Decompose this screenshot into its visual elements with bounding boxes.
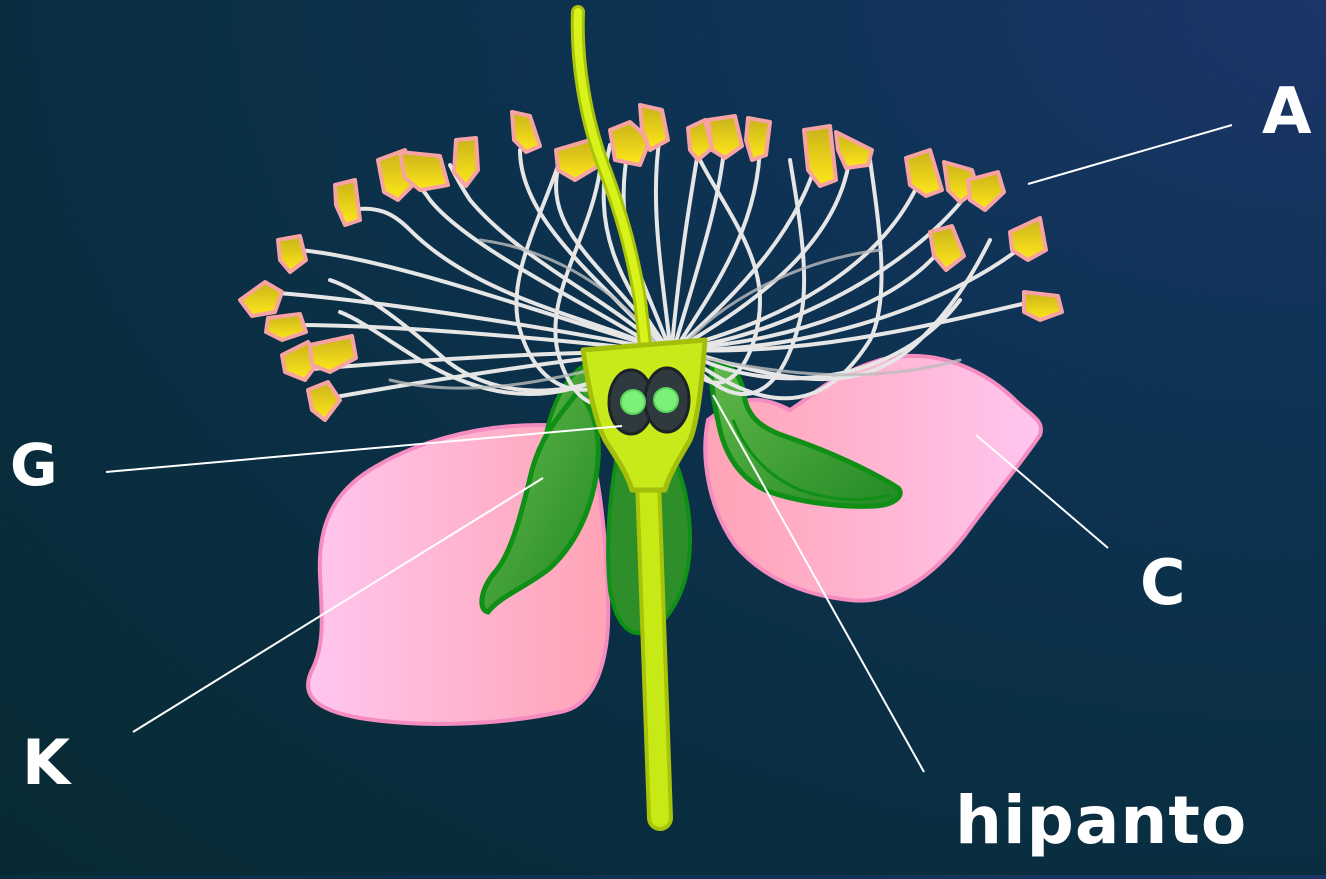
label-calyx: K: [22, 732, 70, 794]
leader-line-a: [1028, 125, 1232, 184]
label-hypanthium: hipanto: [955, 788, 1247, 854]
label-gynoecium: G: [10, 436, 58, 494]
label-androecium: A: [1262, 80, 1312, 144]
label-corolla: C: [1140, 552, 1186, 614]
ovule-right: [654, 388, 678, 412]
ovule-left: [621, 390, 645, 414]
